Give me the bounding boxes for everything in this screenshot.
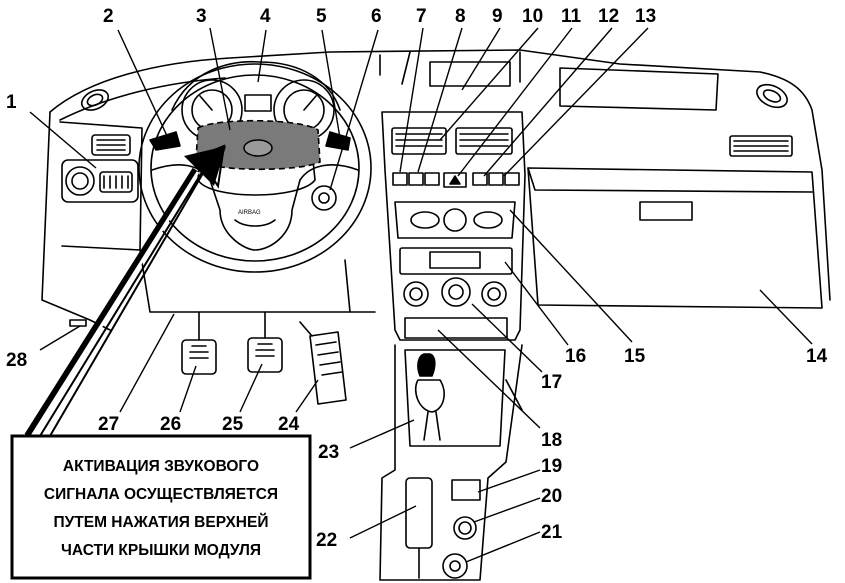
- callout-5: 5: [316, 6, 327, 27]
- callout-12: 12: [598, 6, 619, 27]
- callout-17: 17: [541, 372, 562, 393]
- airbag-badge: AIRBAG: [238, 210, 261, 216]
- pointer-arrow: [12, 144, 226, 439]
- callout-21: 21: [541, 522, 563, 543]
- callout-7: 7: [416, 6, 427, 27]
- lada-emblem: [243, 139, 273, 157]
- callout-6: 6: [371, 6, 382, 27]
- callout-4: 4: [260, 6, 271, 27]
- callout-20: 20: [541, 486, 562, 507]
- callout-3: 3: [196, 6, 207, 27]
- callout-14: 14: [806, 346, 828, 367]
- note-line-3: ПУТЕМ НАЖАТИЯ ВЕРХНЕЙ: [54, 513, 269, 531]
- callout-28: 28: [6, 350, 27, 371]
- callout-2: 2: [103, 6, 114, 27]
- callout-26: 26: [160, 414, 181, 435]
- dashboard-illustration: [41, 49, 831, 581]
- leader-lines: [29, 27, 813, 563]
- callout-16: 16: [565, 346, 586, 367]
- callout-24: 24: [278, 414, 300, 435]
- callout-25: 25: [222, 414, 244, 435]
- note-line-2: СИГНАЛА ОСУЩЕСТВЛЯЕТСЯ: [44, 486, 278, 503]
- callout-23: 23: [318, 442, 339, 463]
- callout-19: 19: [541, 456, 562, 477]
- callout-15: 15: [624, 346, 646, 367]
- callout-9: 9: [492, 6, 503, 27]
- callout-27: 27: [98, 414, 119, 435]
- callout-11: 11: [561, 6, 582, 27]
- callout-numbers: 1 2 3 4 5 6 7 8 9 10 11 12 13 14 15 16 1…: [6, 6, 828, 551]
- callout-18: 18: [541, 430, 562, 451]
- horn-note-box: АКТИВАЦИЯ ЗВУКОВОГО СИГНАЛА ОСУЩЕСТВЛЯЕТ…: [10, 434, 312, 580]
- callout-10: 10: [522, 6, 543, 27]
- note-line-1: АКТИВАЦИЯ ЗВУКОВОГО: [63, 458, 259, 475]
- callout-22: 22: [316, 530, 337, 551]
- note-line-4: ЧАСТИ КРЫШКИ МОДУЛЯ: [61, 542, 261, 559]
- callout-13: 13: [635, 6, 656, 27]
- callout-1: 1: [6, 92, 17, 113]
- callout-8: 8: [455, 6, 466, 27]
